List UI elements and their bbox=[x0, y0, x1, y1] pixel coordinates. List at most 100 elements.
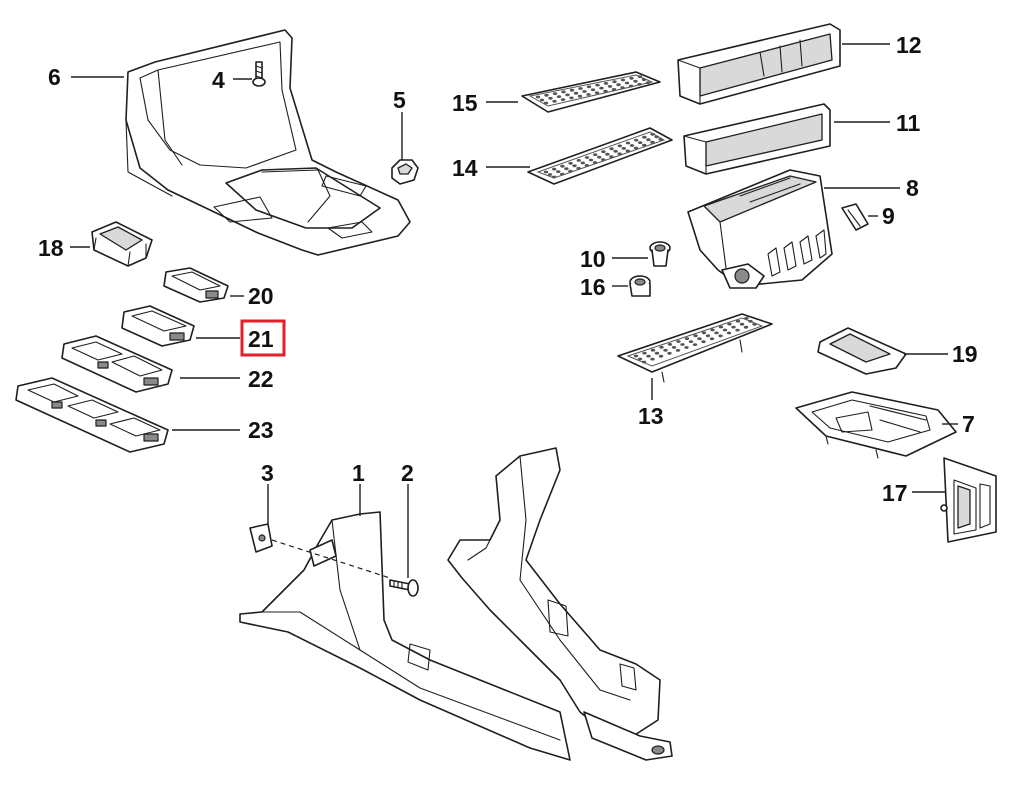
perforation-dot bbox=[599, 86, 604, 90]
callout-labels: 6 4 5 18 20 21 22 23 3 1 2 15 14 12 11 8… bbox=[38, 32, 978, 506]
perforation-dot bbox=[739, 322, 745, 326]
perforation-dot bbox=[535, 95, 541, 99]
perforation-dot bbox=[568, 161, 573, 165]
callout-9: 9 bbox=[882, 203, 895, 229]
part-11-storage-box bbox=[683, 103, 831, 175]
part-20-switch-panel bbox=[163, 267, 229, 303]
perforation-dot bbox=[584, 164, 589, 167]
callout-20: 20 bbox=[248, 283, 274, 309]
perforation-dot bbox=[637, 357, 643, 361]
callout-8: 8 bbox=[906, 175, 919, 201]
part-15-mat bbox=[521, 71, 661, 113]
perforation-dot bbox=[726, 331, 732, 335]
perforation-dot bbox=[744, 316, 749, 320]
perforation-dot bbox=[637, 82, 642, 86]
perforation-dot bbox=[727, 322, 732, 326]
perforation-dot bbox=[628, 84, 634, 88]
perforation-dot bbox=[580, 161, 585, 165]
perforation-dot bbox=[593, 153, 598, 157]
part-8-console-housing bbox=[687, 169, 833, 289]
part-12-storage-box bbox=[677, 23, 841, 105]
perforation-dot bbox=[620, 78, 626, 82]
perforation-dot bbox=[697, 337, 702, 341]
callout-21: 21 bbox=[248, 326, 274, 352]
part-19-tray bbox=[817, 327, 907, 375]
perforation-dot bbox=[539, 98, 545, 102]
perforation-dot bbox=[650, 348, 656, 352]
perforation-dot bbox=[654, 135, 659, 139]
perforation-dot bbox=[548, 96, 553, 100]
perforation-dot bbox=[560, 164, 565, 168]
part-3-clip bbox=[249, 523, 273, 553]
perforation-dot bbox=[552, 92, 558, 95]
perforation-dot bbox=[654, 351, 660, 355]
perforation-dot bbox=[658, 137, 663, 141]
perforation-dot bbox=[603, 82, 609, 85]
perforation-dot bbox=[609, 155, 614, 159]
callout-18: 18 bbox=[38, 235, 64, 261]
perforation-dot bbox=[735, 328, 740, 332]
part-4-screw bbox=[252, 61, 266, 87]
perforation-dot bbox=[693, 334, 698, 338]
perforation-dot bbox=[551, 175, 557, 179]
perforation-dot bbox=[718, 325, 724, 329]
perforation-dot bbox=[582, 90, 587, 93]
perforation-dot bbox=[617, 152, 622, 156]
perforation-dot bbox=[576, 159, 581, 162]
perforation-dot bbox=[743, 325, 749, 329]
part-16-grommet bbox=[629, 275, 651, 297]
callout-22: 22 bbox=[248, 366, 274, 392]
perforation-dot bbox=[646, 138, 651, 142]
perforation-dot bbox=[663, 348, 668, 352]
perforation-dot bbox=[560, 98, 566, 101]
perforation-dot bbox=[680, 343, 685, 346]
perforation-dot bbox=[552, 99, 557, 103]
perforation-dot bbox=[731, 325, 736, 329]
highlight-box-21 bbox=[240, 319, 286, 357]
perforation-dot bbox=[584, 156, 590, 159]
callout-19: 19 bbox=[952, 341, 978, 367]
perforation-dot bbox=[638, 141, 643, 145]
perforation-dot bbox=[641, 78, 647, 81]
callout-3: 3 bbox=[261, 460, 274, 486]
callout-10: 10 bbox=[580, 246, 606, 272]
perforation-dot bbox=[642, 351, 647, 355]
perforation-dot bbox=[659, 345, 664, 349]
perforation-dot bbox=[569, 88, 575, 92]
callout-2: 2 bbox=[401, 460, 414, 486]
perforation-dot bbox=[588, 158, 594, 162]
perforation-dot bbox=[603, 89, 608, 93]
perforation-dot bbox=[629, 144, 635, 147]
perforation-dot bbox=[572, 164, 577, 168]
perforation-dot bbox=[676, 340, 681, 343]
perforation-dot bbox=[564, 167, 569, 171]
perforation-dot bbox=[752, 322, 757, 326]
perforation-dot bbox=[621, 147, 626, 150]
perforation-dot bbox=[612, 80, 617, 84]
perforation-dot bbox=[684, 346, 689, 349]
perforation-dot bbox=[613, 149, 618, 153]
part-22-switch-panel bbox=[61, 335, 173, 393]
perforation-dot bbox=[650, 140, 655, 144]
perforation-dot bbox=[617, 144, 622, 148]
part-7-shift-trim bbox=[795, 391, 957, 459]
callout-13: 13 bbox=[638, 403, 664, 429]
part-23-switch-panel bbox=[15, 377, 169, 453]
perforation-dot bbox=[646, 354, 651, 358]
callout-4: 4 bbox=[212, 67, 225, 93]
perforation-dot bbox=[544, 93, 549, 97]
perforation-dot bbox=[573, 91, 579, 95]
perforation-dot bbox=[718, 334, 723, 338]
perforation-dot bbox=[586, 85, 592, 89]
perforation-dot bbox=[624, 81, 630, 85]
perforation-dot bbox=[620, 86, 625, 90]
perforation-dot bbox=[560, 172, 565, 176]
perforation-dot bbox=[595, 83, 600, 87]
perforation-dot bbox=[671, 346, 677, 349]
perforation-dot bbox=[561, 90, 566, 94]
part-17-bracket bbox=[940, 457, 997, 543]
perforation-dot bbox=[601, 150, 606, 154]
callout-7: 7 bbox=[962, 411, 975, 437]
perforation-dot bbox=[601, 158, 606, 162]
